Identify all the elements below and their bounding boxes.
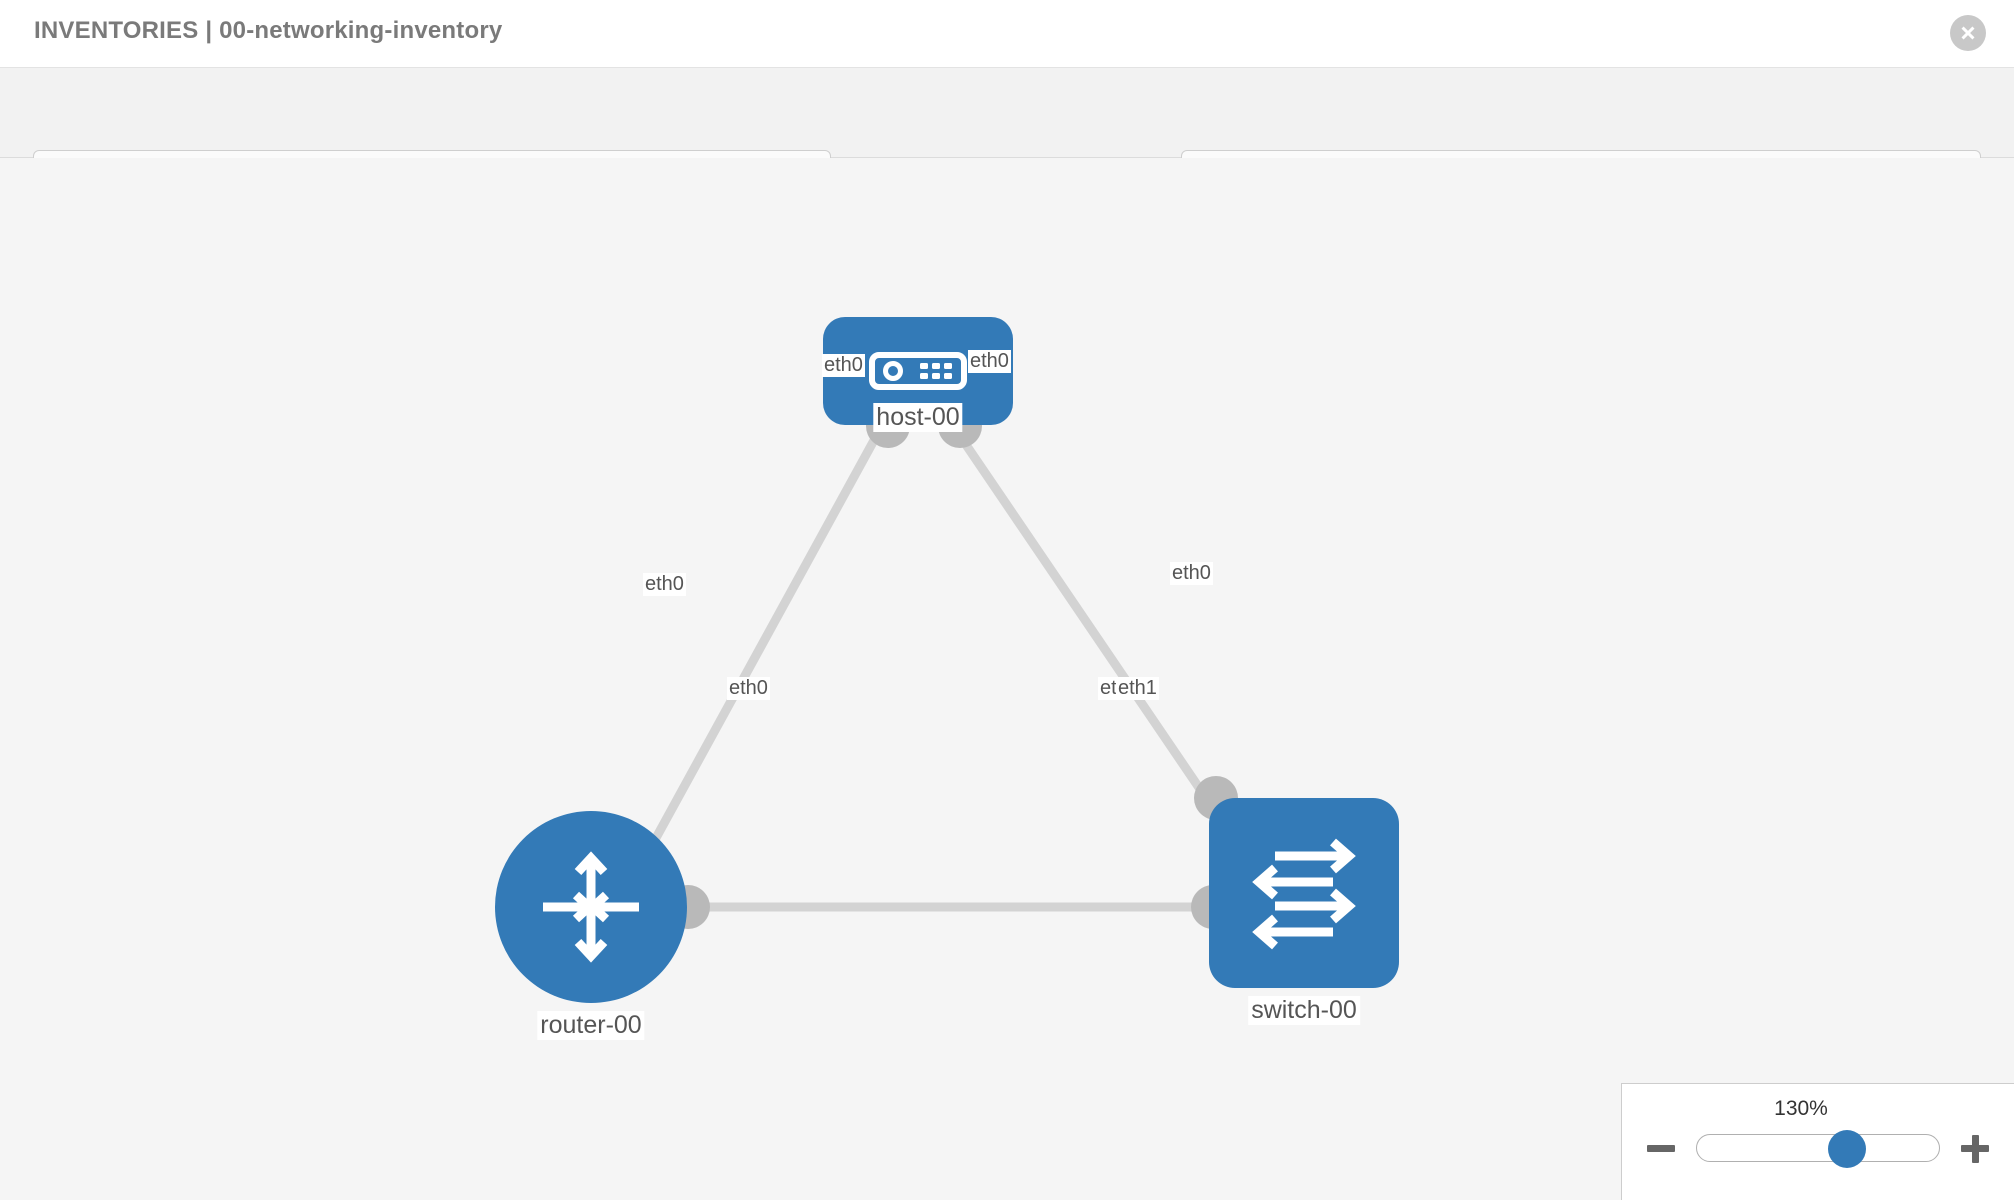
- node-host-00-label: host-00: [873, 403, 963, 432]
- zoom-slider-thumb[interactable]: [1828, 1130, 1867, 1168]
- node-router-00[interactable]: router-00: [495, 811, 687, 1040]
- edge-label-router-up: eth0: [643, 573, 686, 596]
- page-title: INVENTORIES | 00-networking-inventory: [34, 17, 503, 44]
- edge-label-switch-up: eth0: [1170, 562, 1213, 585]
- zoom-control-panel: 130%: [1621, 1083, 2014, 1200]
- link-host-router[interactable]: [641, 430, 882, 861]
- topology-canvas[interactable]: host-00: [0, 158, 2014, 1200]
- zoom-in-button[interactable]: [1958, 1131, 1992, 1165]
- edge-label-host-left: eth0: [822, 354, 865, 377]
- node-switch-00[interactable]: switch-00: [1209, 798, 1399, 1025]
- link-host-switch[interactable]: [954, 430, 1244, 851]
- edge-label-switch-left: eth1: [1116, 677, 1159, 700]
- edge-label-router-right: eth0: [727, 677, 770, 700]
- zoom-slider-row: [1622, 1130, 2014, 1168]
- topology-links-layer: [641, 430, 1244, 912]
- switch-icon: [1252, 838, 1356, 950]
- close-x-glyph: [1961, 26, 1975, 40]
- node-router-00-label: router-00: [537, 1011, 645, 1040]
- page-header: INVENTORIES | 00-networking-inventory: [0, 0, 2014, 68]
- close-icon[interactable]: [1950, 15, 1986, 51]
- server-icon: [869, 352, 967, 390]
- router-icon: [543, 851, 639, 963]
- zoom-out-button[interactable]: [1644, 1131, 1678, 1165]
- toolbar: ACTIONS SEARCH: [0, 68, 2014, 202]
- edge-label-host-right: eth0: [968, 350, 1011, 373]
- zoom-slider-track[interactable]: [1696, 1130, 1940, 1168]
- node-switch-00-label: switch-00: [1248, 996, 1360, 1025]
- node-switch-00-shape[interactable]: [1209, 798, 1399, 988]
- zoom-level-value: 130%: [1774, 1097, 1828, 1120]
- node-router-00-shape[interactable]: [495, 811, 687, 1003]
